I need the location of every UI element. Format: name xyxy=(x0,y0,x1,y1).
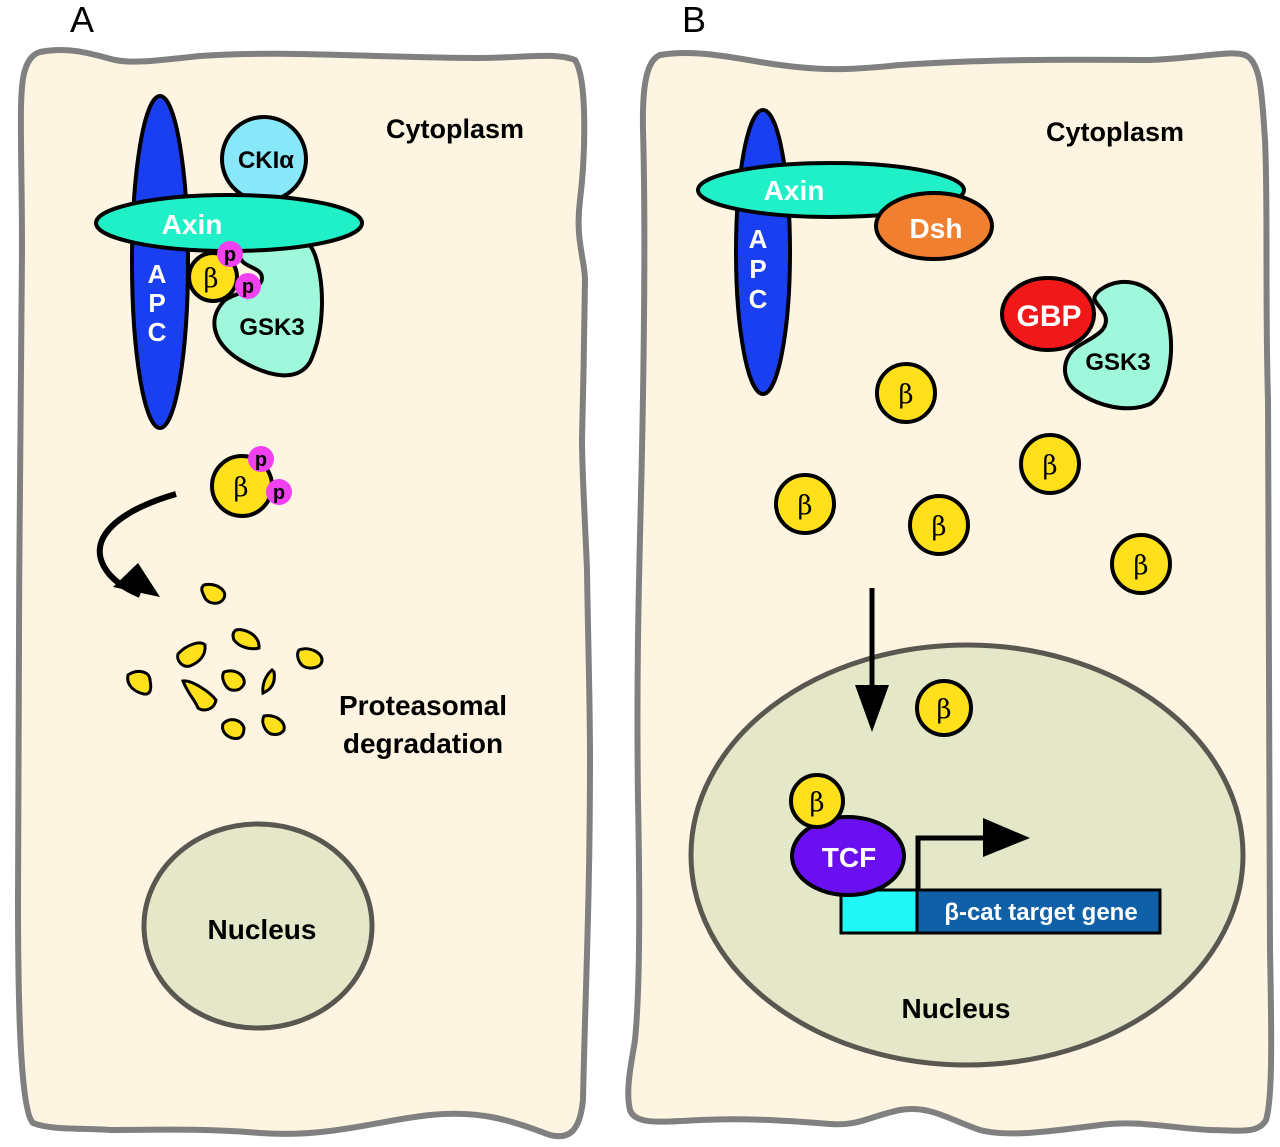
fragment xyxy=(231,628,261,651)
beta-catenin-label: β xyxy=(931,512,946,542)
panel-b-transcription-arrow xyxy=(915,835,990,890)
fragment xyxy=(176,641,207,668)
panel-a-gsk3-label: GSK3 xyxy=(239,314,304,341)
panel-a-phosphate-2 xyxy=(235,273,261,299)
panel-b-apc-letter-1: A xyxy=(749,224,768,254)
panel-b-axin-label: Axin xyxy=(764,175,825,206)
beta-catenin xyxy=(1110,533,1172,595)
panel-b-dsh-label: Dsh xyxy=(910,213,963,244)
panel-a-beta-bound-label: β xyxy=(203,264,218,294)
panel-b-beta-catenin-tcf-bound xyxy=(789,773,845,829)
beta-catenin-label: β xyxy=(898,380,913,410)
beta-catenin-label: β xyxy=(797,491,812,521)
beta-catenin-label: β xyxy=(1042,451,1057,481)
panel-b-nucleus-label: Nucleus xyxy=(902,993,1011,1024)
panel-a-axin-label: Axin xyxy=(162,209,223,240)
panel-b-tcf-label: TCF xyxy=(822,842,876,873)
panel-b-target-gene-label: β-cat target gene xyxy=(944,899,1137,926)
beta-catenin xyxy=(875,362,937,424)
beta-catenin xyxy=(908,494,970,556)
panel-a-apc-letter-2: P xyxy=(148,288,165,318)
panel-a-phosphate-4-label: p xyxy=(273,482,285,504)
panel-b-transcription-arrowhead xyxy=(983,818,1030,857)
fragment xyxy=(200,582,227,605)
panel-b-beta-catenin-nuclear xyxy=(915,679,973,737)
panel-a-nucleus xyxy=(141,821,375,1031)
panel-a-phosphate-1-label: p xyxy=(224,244,236,266)
panel-a-gsk3 xyxy=(212,225,324,378)
panel-a-apc-letter-3: C xyxy=(148,317,167,347)
panel-b-apc-letter-2: P xyxy=(749,254,766,284)
panel-a-degradation-fragments xyxy=(126,582,324,740)
panel-b-gsk3-label: GSK3 xyxy=(1085,349,1150,376)
panel-a-phosphate-2-label: p xyxy=(242,276,254,298)
panel-b-gsk3 xyxy=(1063,280,1173,411)
fragment xyxy=(221,669,246,692)
panel-b-dsh xyxy=(874,191,994,261)
panel-a-phosphate-1 xyxy=(217,241,243,267)
fragment xyxy=(221,718,246,740)
panel-b-apc-letter-3: C xyxy=(749,284,768,314)
panel-a: A Cytoplasm A P C CKIα GSK3 Axin β p p β… xyxy=(14,0,594,1140)
panel-a-phosphate-4 xyxy=(266,479,292,505)
panel-b-tcf xyxy=(790,815,906,897)
fragment xyxy=(261,667,276,696)
panel-b-beta-nuclear-label: β xyxy=(936,695,951,725)
fragment xyxy=(296,647,324,670)
panel-b-gbp-label: GBP xyxy=(1016,300,1081,333)
panel-b-target-gene xyxy=(915,888,1162,935)
panel-b-letter: B xyxy=(682,0,706,40)
panel-b-gbp xyxy=(1000,276,1096,352)
beta-catenin xyxy=(1019,433,1081,495)
panel-a-degradation-label-line2: degradation xyxy=(343,728,503,759)
fragment xyxy=(261,714,286,736)
panel-a-cytoplasm-label: Cytoplasm xyxy=(386,114,524,144)
panel-a-letter: A xyxy=(70,0,94,40)
panel-b-beta-catenin-pool: β β β β β xyxy=(774,362,1172,595)
panel-a-phosphate-3 xyxy=(248,446,274,472)
fragment xyxy=(180,679,218,712)
panel-a-ck1-label: CKIα xyxy=(238,147,294,174)
panel-b-nuclear-import-arrowhead xyxy=(855,685,889,732)
panel-a-degradation-label-line1: Proteasomal xyxy=(339,690,507,721)
panel-b-nucleus xyxy=(688,642,1246,1068)
panel-a-beta-free-label: β xyxy=(233,473,248,503)
panel-a-apc xyxy=(130,94,190,430)
panel-a-phosphate-3-label: p xyxy=(255,449,267,471)
beta-catenin-label: β xyxy=(1133,551,1148,581)
panel-a-degradation-arrowhead xyxy=(113,563,160,597)
panel-b: B Cytoplasm A P C Axin Dsh GSK3 GBP β β … xyxy=(625,0,1275,1137)
panel-a-apc-letter-1: A xyxy=(148,259,167,289)
panel-b-beta-tcf-label: β xyxy=(809,788,824,818)
panel-b-cytoplasm-label: Cytoplasm xyxy=(1046,117,1184,147)
beta-catenin xyxy=(774,473,836,535)
panel-a-nucleus-label: Nucleus xyxy=(208,914,317,945)
fragment xyxy=(126,669,153,696)
